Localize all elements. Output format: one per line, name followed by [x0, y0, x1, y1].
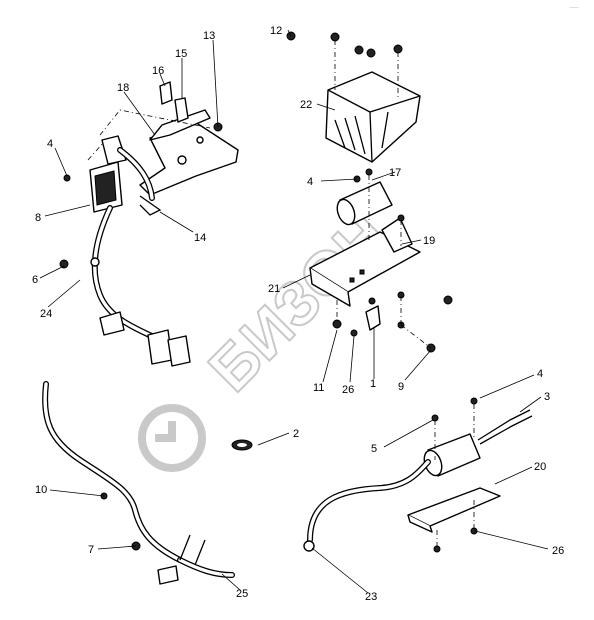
callout-11: 11 [313, 382, 324, 394]
bracket-20 [407, 487, 501, 533]
callout-17: 17 [389, 167, 401, 179]
callout-5: 5 [371, 443, 377, 455]
callout-1: 1 [370, 378, 376, 390]
corner-mark: ----- [570, 5, 579, 11]
callout-3: 3 [544, 391, 550, 403]
callout-12: 12 [270, 25, 282, 37]
clamp-1 [365, 305, 381, 331]
harness-25 [42, 381, 235, 585]
callout-10: 10 [35, 484, 47, 496]
callout-26-upper: 26 [342, 384, 354, 396]
callout-2: 2 [293, 428, 299, 440]
callout-4-mid: 4 [307, 176, 313, 188]
callout-15: 15 [175, 48, 187, 60]
callout-9: 9 [398, 381, 404, 393]
callout-19: 19 [423, 235, 435, 247]
callout-7: 7 [88, 544, 94, 556]
callout-8: 8 [35, 212, 41, 224]
fasteners [59, 31, 478, 553]
harness-24 [90, 147, 191, 367]
bracket-21 [309, 217, 421, 307]
assembly-lines [87, 40, 475, 549]
callout-24: 24 [40, 308, 52, 320]
callout-4-right: 4 [537, 368, 543, 380]
callout-20: 20 [534, 461, 546, 473]
relay-block [89, 135, 127, 213]
cover-22 [325, 71, 421, 163]
callout-26-lower: 26 [552, 545, 564, 557]
callout-13: 13 [203, 30, 215, 42]
callout-14: 14 [194, 232, 206, 244]
callout-23: 23 [365, 591, 377, 603]
filter-3 [423, 409, 533, 477]
grommet-2 [231, 439, 253, 451]
callout-22: 22 [300, 99, 312, 111]
coil-17 [336, 181, 393, 226]
cable-23 [303, 459, 431, 552]
leader-lines [39, 29, 549, 594]
callout-25: 25 [236, 588, 248, 600]
callout-6: 6 [32, 274, 38, 286]
callout-18: 18 [117, 82, 129, 94]
callout-16: 16 [152, 65, 164, 77]
bracket-assembly-left [139, 81, 239, 216]
watermark-logo [138, 404, 206, 472]
callout-21: 21 [268, 283, 280, 295]
callout-4-top: 4 [47, 138, 53, 150]
callout-labels: 12 13 15 16 18 22 4 4 17 8 14 19 6 21 24… [32, 25, 564, 603]
